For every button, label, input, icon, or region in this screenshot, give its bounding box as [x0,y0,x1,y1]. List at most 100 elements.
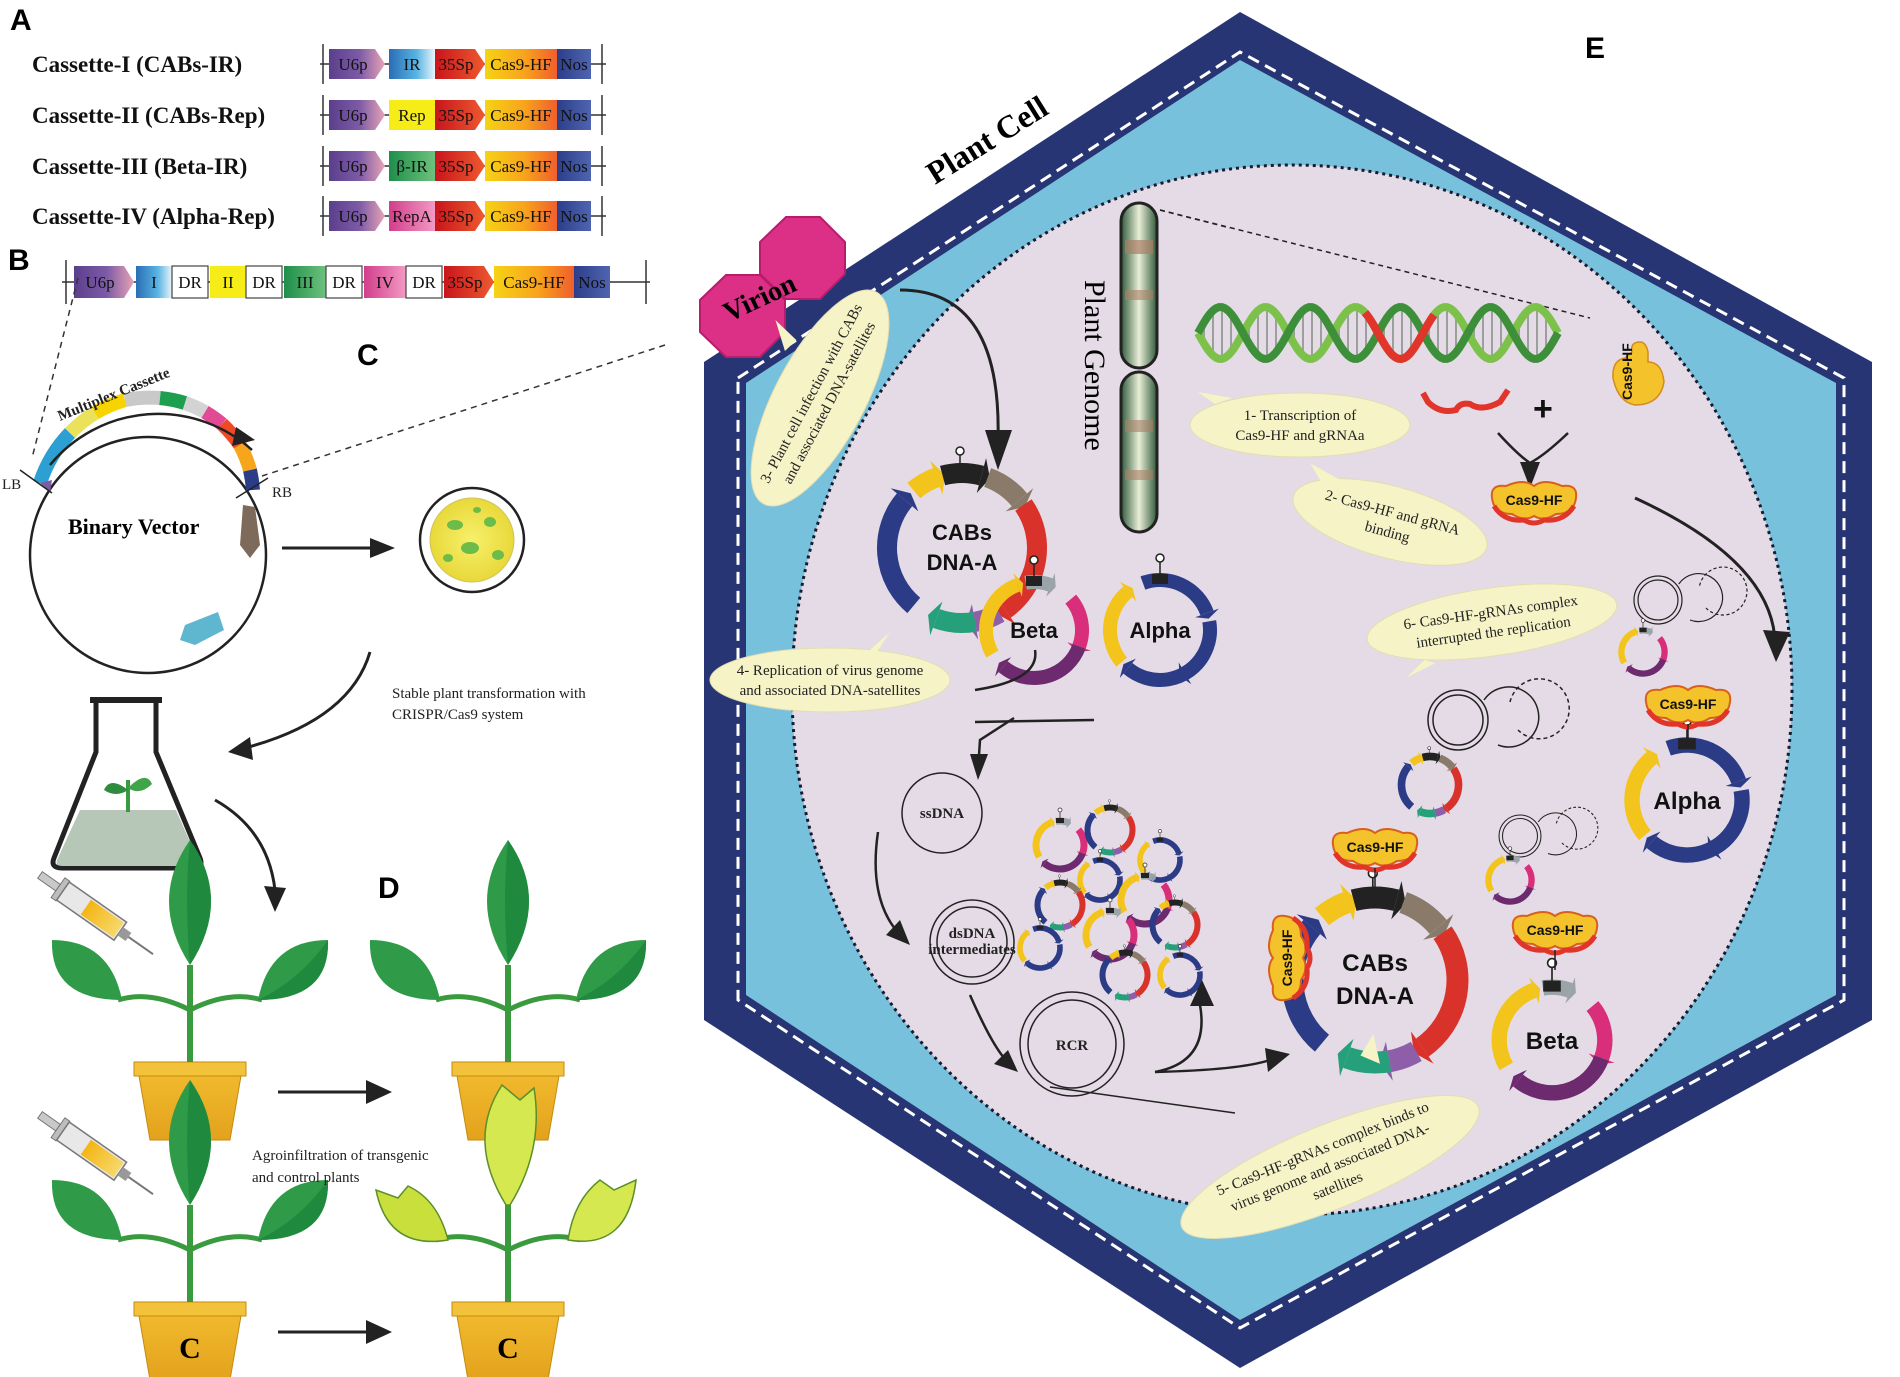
step-agro-line1: Agroinfiltration of transgenic [252,1148,429,1164]
leaf [484,1083,537,1206]
cassette-segment [435,49,485,79]
cassette-segment [389,49,435,79]
cas9-label: Cas9-HF [1660,696,1717,712]
cassette-name: Cassette-II (CABs-Rep) [32,103,265,128]
interrupted-replication [1427,678,1570,751]
alpha-ring [1103,573,1219,687]
cabs-label-2: DNA-A [927,550,998,575]
multiplex-segment-label: Nos [578,273,605,292]
plant-pot: C [37,1080,329,1377]
alpha-label: Alpha [1129,618,1191,643]
beta-satellite: Beta [979,555,1091,685]
plants: TTCC [37,840,647,1377]
zoom-line-left [31,277,79,459]
plant-cell: E Plant Cell Virion Plant Genome + Cas [699,12,1872,1368]
cassette-segment [485,100,557,130]
interrupted-replication [1633,566,1748,625]
multiplex-segment [74,266,134,298]
leaf [375,1185,449,1243]
zoom-line-right [261,344,666,477]
leaf [51,940,122,1000]
cas9-protein: Cas9-HF [1268,914,1313,1002]
multiplex-segment [210,266,246,298]
syringe-icon [37,1111,154,1195]
segment-label: 35Sp [439,55,474,74]
cabs-dna-a [1397,746,1463,820]
cassette-segment [435,201,485,231]
cassette-segment [435,151,485,181]
cabs-dna-a [1084,799,1136,858]
multiplex-segment-label: II [222,273,234,292]
alpha-satellite: Alpha [1624,715,1752,863]
segment-label: Cas9-HF [490,55,551,74]
pot-label: C [179,1332,201,1365]
alpha-ring [1624,737,1752,863]
cabs-label-2: DNA-A [1336,983,1414,1010]
cassette-name: Cassette-I (CABs-IR) [32,52,242,77]
multiplex-segment-label: DR [332,273,356,292]
cas9-free-label: Cas9-HF [1619,343,1635,400]
cabs-dna-a [1099,944,1151,1003]
cas9-protein: Cas9-HF [1331,828,1419,873]
step-transformation-line1: Stable plant transformation with [392,686,586,702]
step-transformation-line2: CRISPR/Cas9 system [392,707,524,723]
cas9-label: Cas9-HF [1279,929,1295,986]
cassette-segment [329,100,385,130]
ssdna-label: ssDNA [920,806,964,822]
cabs-ring [1034,878,1086,933]
cassette-segment [557,100,591,130]
multiplex-segment [325,265,363,299]
dsdna-label-1: dsDNA [949,926,996,942]
beta-label: Beta [1010,618,1058,643]
leaf [369,940,440,1000]
alpha-satellite: Alpha [1103,553,1219,687]
rcr-label: RCR [1056,1038,1089,1054]
cabs-ring [1084,803,1136,858]
beta-ring [1032,816,1089,873]
plant-pot: C [375,1083,637,1377]
cassette-segment [485,201,557,231]
segment-label: Cas9-HF [490,207,551,226]
beta-satellite: Beta [1491,957,1615,1101]
cassette-segment [389,201,435,231]
beta-label: Beta [1526,1028,1579,1055]
cabs-dna-a [1034,874,1086,933]
panel-label-b: B [8,244,30,277]
multiplex-segment-label: III [297,273,314,292]
rcr-circle [1019,991,1125,1097]
segment-label: Nos [560,157,587,176]
multiplex-segment-label: IV [376,273,395,292]
multiplex-segment [574,266,610,298]
beta-ring [1082,906,1139,963]
cabs-label-1: CABs [1342,950,1408,977]
genome-label: Plant Genome [1078,280,1111,451]
cassette-name: Cassette-IV (Alpha-Rep) [32,204,275,229]
bubble-text: 1- Transcription of [1244,408,1357,424]
alpha-satellite [1157,944,1204,998]
petri-dish [418,486,526,594]
alpha-satellite [1017,917,1064,971]
cassette-segment [557,151,591,181]
segment-label: IR [404,55,422,74]
bubble-step-4: 4- Replication of virus genome and associ… [709,632,951,713]
bubble-text: and associated DNA-satellites [740,683,921,699]
chromosome: Plant Genome [1078,201,1159,534]
grna-strand [1420,388,1511,414]
bubble-text: 4- Replication of virus genome [737,663,924,679]
cabs-dna-a [1149,894,1201,953]
alpha-ring [1157,952,1204,998]
segment-label: Cas9-HF [490,157,551,176]
cas9-protein: Cas9-HF [1644,685,1732,730]
segment-label: U6p [338,106,367,125]
cassette-name: Cassette-III (Beta-IR) [32,154,247,179]
multiplex-segment-label: DR [178,273,202,292]
multiplex-segment [364,266,406,298]
cabs-label-1: CABs [932,520,992,545]
multiplex-segment-label: I [151,273,157,292]
step-agro-line2: and control plants [252,1170,360,1186]
segment-label: Rep [398,106,425,125]
cas9-label: Cas9-HF [1506,492,1563,508]
